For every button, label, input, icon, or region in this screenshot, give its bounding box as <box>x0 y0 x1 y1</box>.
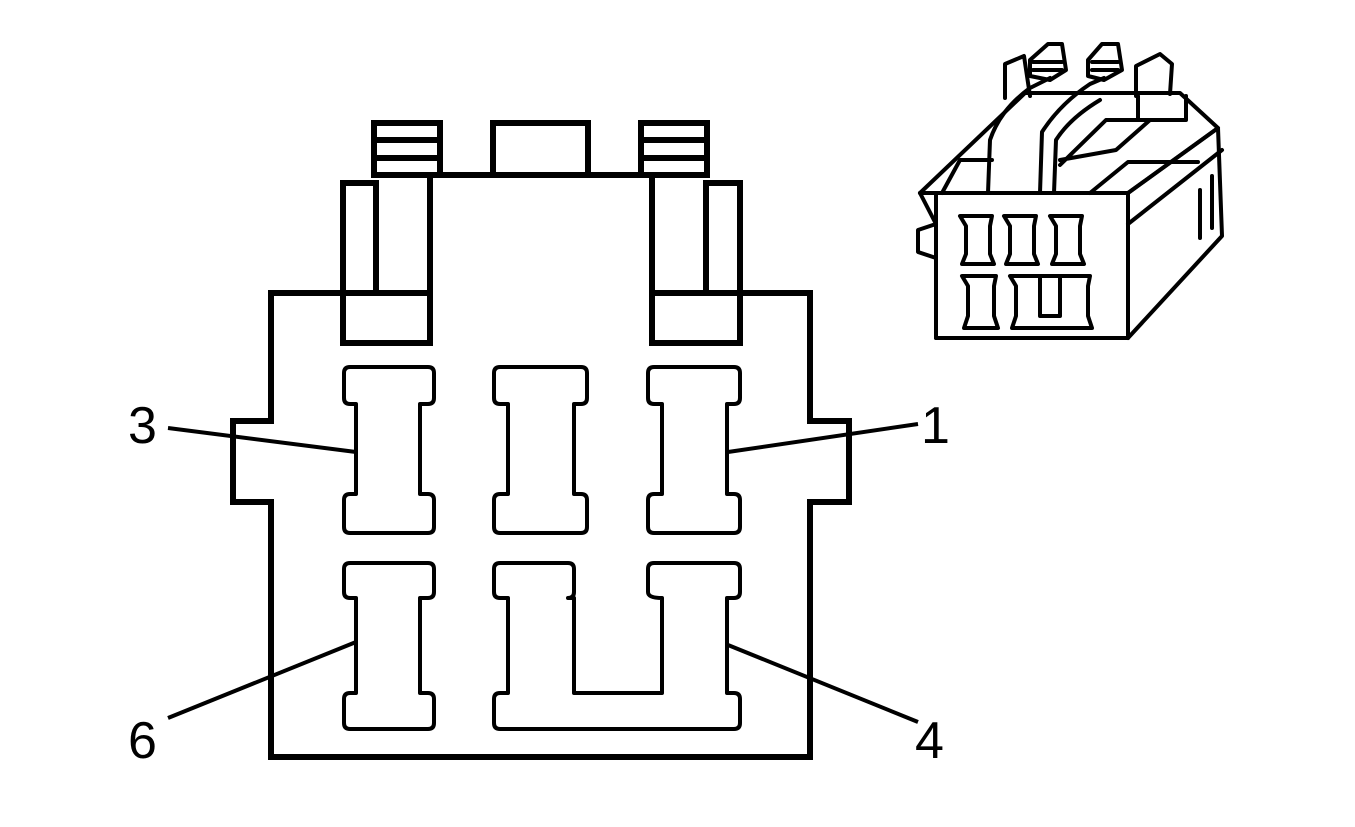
cavity-6 <box>342 561 436 731</box>
pin-label-4: 4 <box>915 712 944 770</box>
latch-tab-left <box>371 120 443 178</box>
cavity-2 <box>492 365 589 535</box>
cavity-3 <box>342 365 436 535</box>
latch-tab-center <box>490 120 591 178</box>
cavity-1 <box>646 365 742 535</box>
leader-line-3 <box>167 426 357 454</box>
guide-rail-left <box>340 180 433 346</box>
cavity-4-5-jumper <box>492 561 742 731</box>
leader-line-6 <box>167 640 357 720</box>
pin-label-3: 3 <box>128 397 157 455</box>
pin-label-6: 6 <box>128 712 157 770</box>
guide-rail-right <box>649 180 743 346</box>
connector-face-view <box>230 120 852 760</box>
connector-isometric-view <box>916 42 1224 340</box>
latch-tab-right <box>638 120 710 178</box>
pin-label-1: 1 <box>921 397 950 455</box>
leader-line-4 <box>727 643 919 724</box>
connector-body-outline <box>230 290 852 760</box>
leader-line-1 <box>727 422 919 454</box>
connector-neck <box>427 172 655 293</box>
